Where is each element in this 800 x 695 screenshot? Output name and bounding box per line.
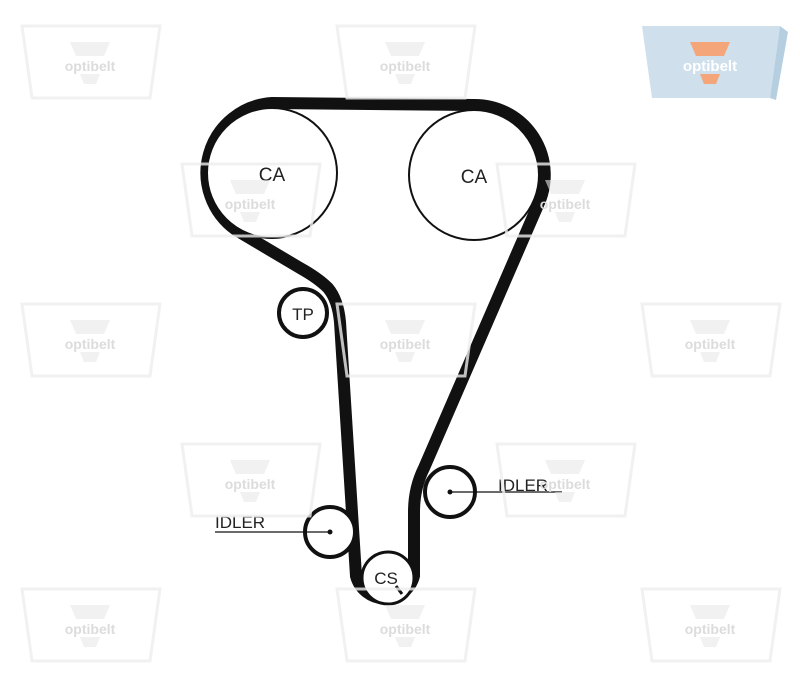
optibelt-logo: optibelt [642, 26, 788, 100]
camshaft-pulley-right: CA [408, 109, 540, 241]
watermark-text: optibelt [380, 621, 431, 637]
watermark-logo: optibelt [20, 302, 162, 378]
watermark-logo: optibelt [640, 302, 782, 378]
camshaft-pulley-left: CA [206, 107, 338, 239]
watermark-logo: optibelt [335, 302, 477, 378]
watermark-text: optibelt [685, 621, 736, 637]
idler-pulley-left: IDLER [215, 505, 357, 559]
watermark-text: optibelt [380, 58, 431, 74]
pulley-label: TP [292, 305, 314, 324]
watermark-logo: optibelt [335, 587, 477, 663]
watermark-text: optibelt [225, 476, 276, 492]
crankshaft-pulley: CS [360, 550, 416, 606]
watermark-logo: optibelt [640, 587, 782, 663]
pulley-label: CS [374, 569, 398, 588]
watermark-logo: optibelt [180, 442, 322, 518]
watermark-logo: optibelt [20, 24, 162, 100]
watermark-logo: optibelt [335, 24, 477, 100]
watermark-text: optibelt [540, 196, 591, 212]
watermark-text: optibelt [65, 336, 116, 352]
tensioner-pulley: TP [277, 287, 329, 339]
svg-text:optibelt: optibelt [683, 58, 737, 75]
watermark-logo: optibelt [20, 587, 162, 663]
idler-pulley-right: IDLER [423, 465, 562, 519]
watermark-text: optibelt [65, 58, 116, 74]
pulley-label: CA [461, 167, 488, 188]
pulley-label: CA [259, 165, 286, 186]
watermark-text: optibelt [65, 621, 116, 637]
watermark-text: optibelt [380, 336, 431, 352]
idler-label: IDLER [498, 476, 548, 495]
idler-label: IDLER [215, 513, 265, 532]
watermark-text: optibelt [685, 336, 736, 352]
